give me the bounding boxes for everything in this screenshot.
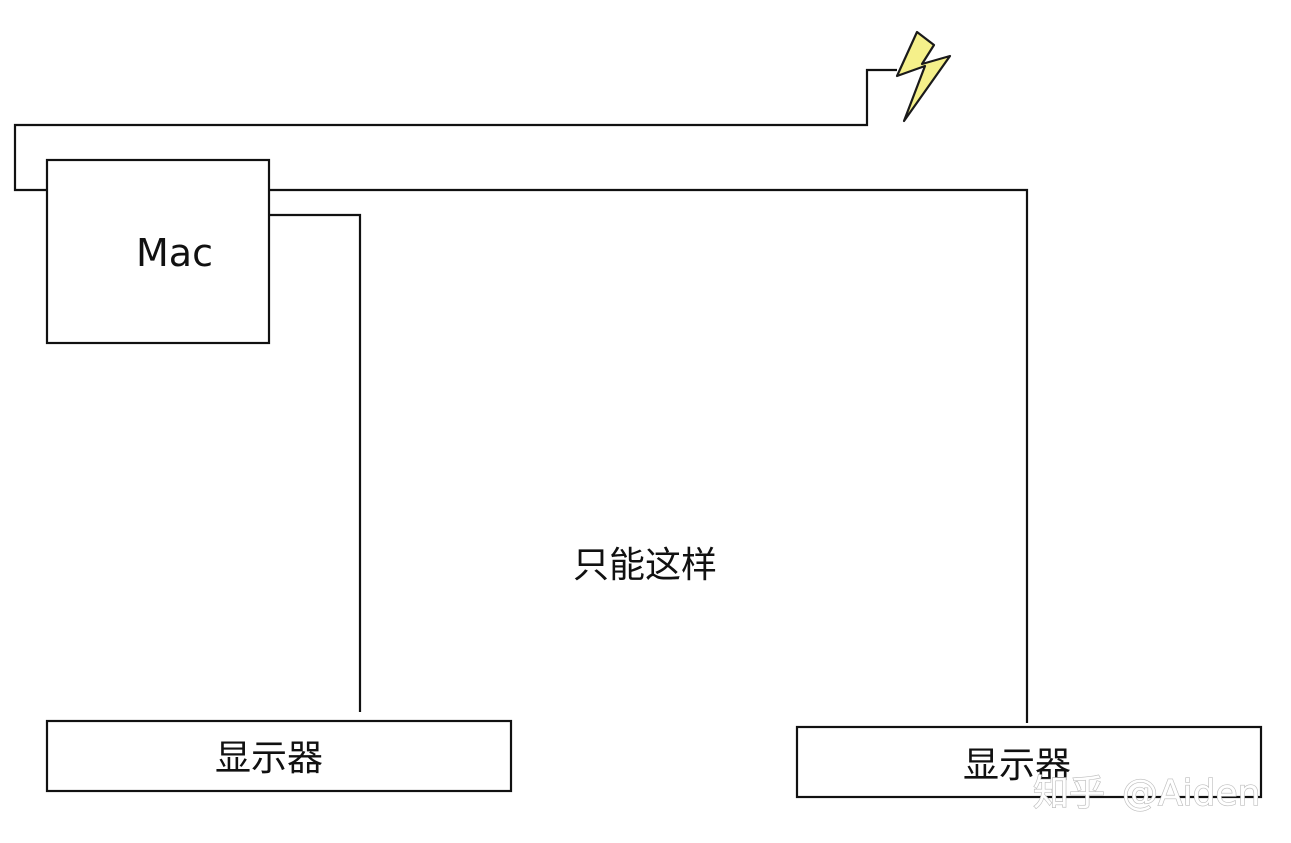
monitor-left-node: 显示器 — [45, 719, 513, 793]
mac-node: Mac — [45, 158, 271, 345]
monitor-left-box — [45, 719, 513, 793]
diagram-caption: 只能这样 — [573, 545, 717, 586]
watermark-brand: 知乎 — [1033, 773, 1105, 814]
monitor-left-label: 显示器 — [215, 738, 323, 779]
cable-to-left-monitor — [270, 213, 362, 712]
mac-label: Mac — [136, 231, 213, 275]
cable-to-right-monitor — [270, 188, 1029, 723]
power-cable — [13, 68, 897, 192]
monitor-right-box — [795, 725, 1263, 799]
monitor-right-node: 显示器 — [795, 725, 1263, 799]
lightning-bolt-icon — [895, 30, 952, 123]
watermark-author: @Aiden — [1122, 773, 1260, 814]
mac-box — [45, 158, 271, 345]
lightning-bolt-shape — [895, 30, 952, 123]
monitor-right-label: 显示器 — [963, 745, 1071, 786]
watermark: 知乎 @Aiden — [1032, 772, 1261, 814]
